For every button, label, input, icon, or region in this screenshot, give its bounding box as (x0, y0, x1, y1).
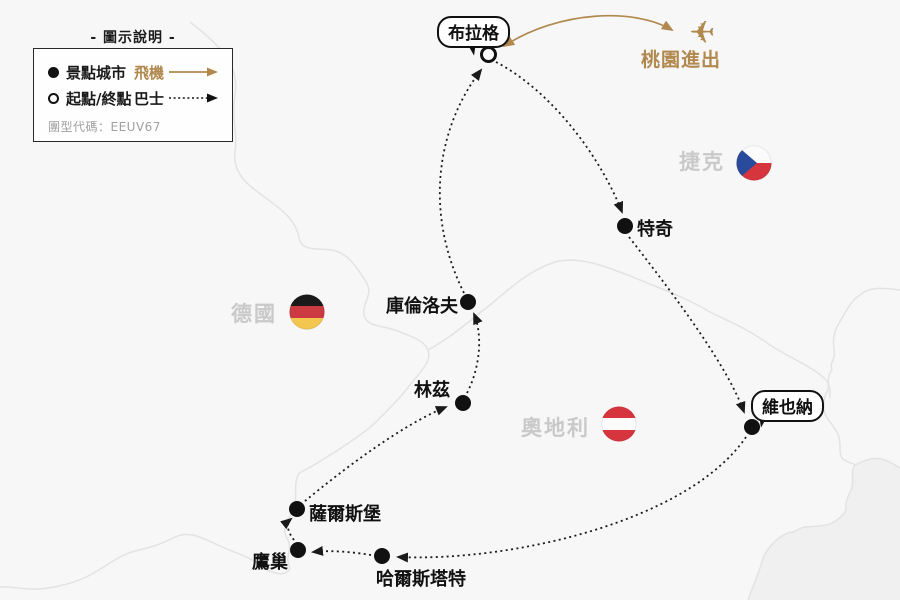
country-label-czech: 捷克 (679, 150, 725, 174)
legend-flight-label: 飛機 (133, 63, 164, 82)
legend-row-city-flight: 景點城市 飛機 (48, 59, 220, 85)
border-east-branch (854, 457, 900, 469)
bus-arrow-icon (169, 93, 218, 103)
route-vienna-hallstatt (396, 436, 747, 563)
city-marker-salzburg (289, 501, 305, 517)
legend-start-end-label: 起點/終點 (66, 89, 132, 108)
flight-path-prague-taoyuan (502, 14, 674, 48)
shaded-region-southeast (748, 458, 900, 600)
city-label-hallstatt: 哈爾斯塔特 (376, 569, 466, 590)
city-marker-prague (480, 46, 497, 63)
city-label-eagles-nest: 鷹巢 (252, 552, 288, 573)
city-marker-telc (617, 218, 633, 234)
route-krumlov-prague (438, 68, 483, 294)
route-hallstatt-eaglesnest (311, 545, 372, 556)
route-salzburg-linz (304, 406, 448, 502)
legend-bus-label: 巴士 (133, 89, 164, 108)
city-bubble-prague: 布拉格 (437, 16, 510, 48)
border-czech-austria (427, 259, 831, 399)
flight-note-label: 桃園進出 (641, 49, 722, 71)
city-bubble-vienna: 維也納 (751, 390, 824, 422)
legend-row-startend-bus: 起點/終點 巴士 (48, 85, 220, 111)
city-marker-vienna (744, 419, 760, 435)
border-east-slovakia (747, 287, 900, 600)
scenic-city-dot-icon (48, 66, 59, 78)
legend-title: - 圖示說明 - (90, 30, 176, 46)
route-telc-vienna (628, 236, 746, 414)
city-label-krumlov: 庫倫洛夫 (386, 296, 458, 317)
austria-flag-icon (601, 406, 637, 442)
city-label-linz: 林茲 (414, 380, 450, 401)
border-germany-czech (189, 21, 430, 474)
czech-flag-icon (736, 145, 772, 181)
germany-flag-icon (289, 294, 325, 330)
legend-tour-code: 團型代碼：EEUV67 (48, 120, 161, 134)
city-marker-eagles-nest (290, 542, 306, 558)
country-label-germany: 德國 (231, 302, 277, 326)
country-label-austria: 奧地利 (521, 416, 590, 440)
city-label-salzburg: 薩爾斯堡 (309, 504, 381, 525)
legend-scenic-city-label: 景點城市 (66, 63, 127, 82)
route-eaglesnest-salzburg (280, 517, 295, 541)
route-linz-krumlov (466, 312, 483, 394)
legend-box: 景點城市 飛機 起點/終點 巴士 團型 (33, 48, 233, 142)
border-germany-austria (0, 472, 300, 590)
city-label-telc: 特奇 (637, 219, 673, 240)
city-marker-hallstatt (374, 548, 390, 564)
city-marker-linz (455, 395, 471, 411)
route-prague-telc (495, 61, 624, 214)
start-end-ring-icon (48, 92, 59, 104)
city-marker-krumlov (460, 294, 476, 310)
flight-arrow-icon (169, 67, 218, 77)
